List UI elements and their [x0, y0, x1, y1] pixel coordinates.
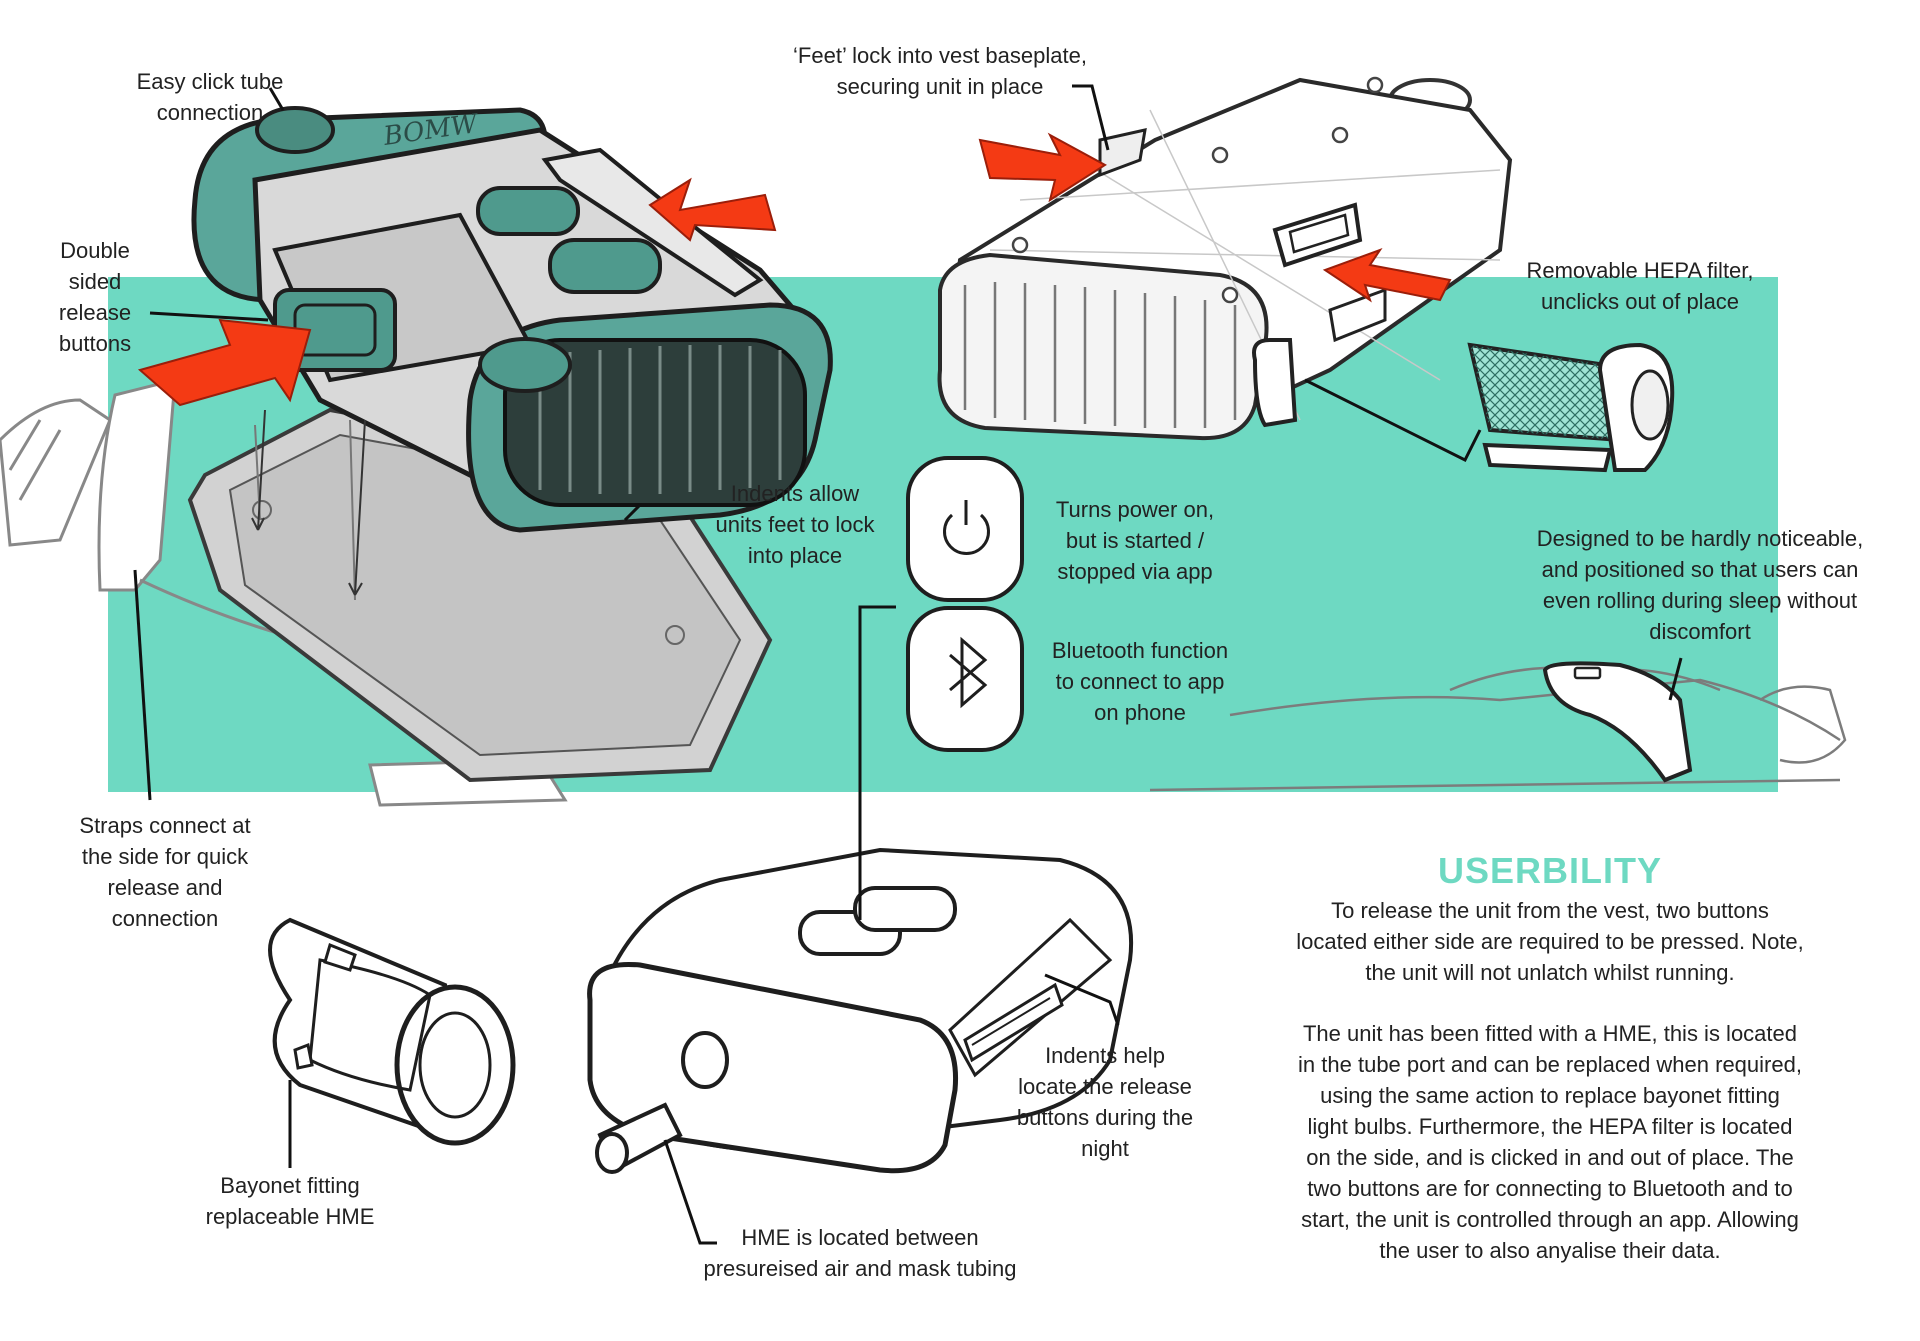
wearable-on-user-sketch: [1542, 661, 1693, 783]
label-indents-feet: Indents allow units feet to lock into pl…: [715, 481, 875, 568]
label-bayonet-fitting: Bayonet fitting replaceable HME: [205, 1173, 375, 1229]
bluetooth-button-illustration: [906, 606, 1024, 752]
label-double-sided-buttons: Double sided release buttons: [58, 238, 132, 356]
arrow-icon: [137, 132, 1452, 407]
label-hme-location: HME is located between presureised air a…: [703, 1225, 1017, 1281]
guide-arrows: [251, 409, 366, 596]
label-feet-lock: ‘Feet’ lock into vest baseplate, securin…: [793, 43, 1087, 99]
usability-paragraph-1: To release the unit from the vest, two b…: [1296, 898, 1804, 985]
bluetooth-icon: [949, 636, 988, 709]
usability-heading: USERBILITY: [1437, 850, 1662, 891]
power-button-illustration: [906, 456, 1024, 602]
label-power-function: Turns power on, but is started / stopped…: [1055, 497, 1215, 584]
bottom-device-sketch: [587, 847, 1134, 1174]
label-indents-help: Indents help locate the release buttons …: [1016, 1043, 1194, 1161]
label-bluetooth-function: Bluetooth function to connect to app on …: [1051, 638, 1229, 725]
vest-strap-sketch: [0, 378, 721, 807]
label-designed-unnoticeable: Designed to be hardly noticeable, and po…: [1536, 526, 1864, 644]
usability-paragraph-2: The unit has been fitted with a HME, thi…: [1298, 1021, 1802, 1263]
hme-cylinder-sketch: [268, 917, 516, 1146]
label-hepa-filter: Removable HEPA filter, unclicks out of p…: [1526, 258, 1754, 314]
label-straps: Straps connect at the side for quick rel…: [79, 813, 251, 931]
label-easy-click-tube: Easy click tube connection: [136, 69, 284, 125]
annotation-leader-lines: [133, 84, 1683, 1245]
hepa-filter-sketch: [1467, 342, 1675, 473]
power-icon: [943, 500, 990, 556]
top-right-device-sketch: [937, 76, 1513, 441]
